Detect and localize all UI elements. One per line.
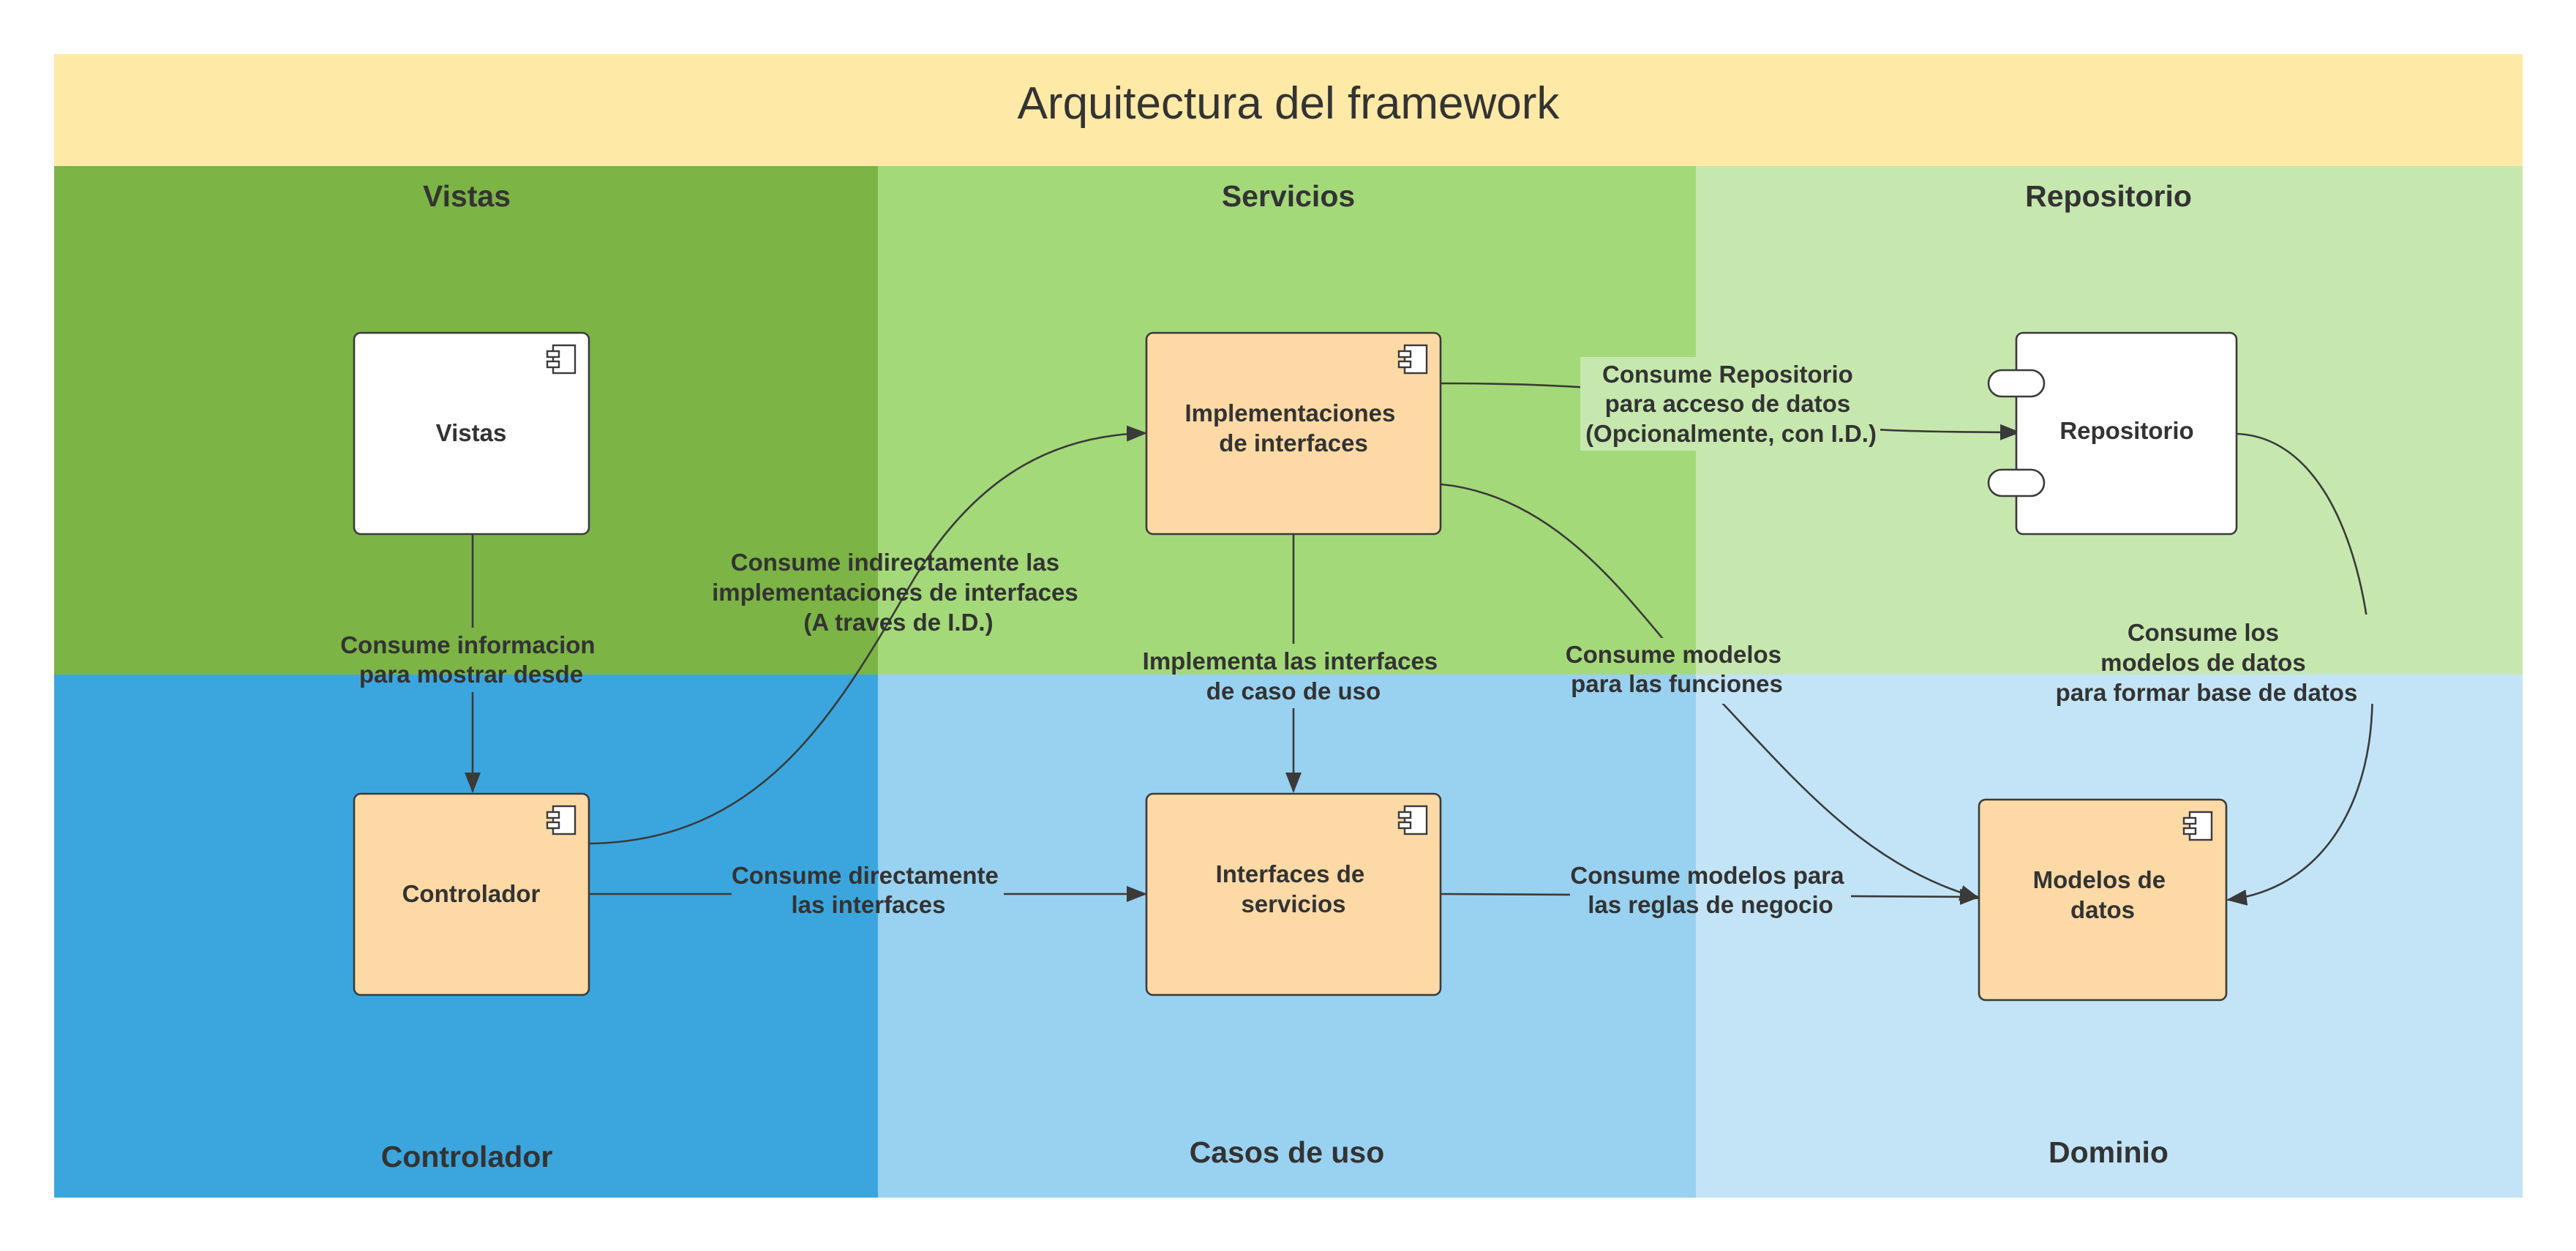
component-implementaciones-label: Implementaciones de interfaces — [1184, 399, 1402, 457]
edge-label-mask — [1580, 357, 1880, 451]
edge-label-mask — [1141, 675, 1446, 708]
edge-label-controlador-interfaces: Consume directamente las interfaces — [732, 862, 1005, 918]
component-icon — [546, 344, 577, 375]
component-controlador[interactable]: Controlador — [353, 792, 590, 996]
component-modelos-de-datos[interactable]: Modelos de datos — [1978, 798, 2228, 1002]
edge-label-mask — [344, 675, 600, 692]
edge-label-mask — [1566, 638, 1696, 675]
component-interfaces-label: Interfaces de servicios — [1216, 860, 1372, 917]
edge-label-controlador-implementaciones: Consume indirectamente las implementacio… — [712, 549, 1085, 636]
zone-label-servicios: Servicios — [1222, 179, 1355, 213]
diagram-title: Arquitectura del framework — [1018, 78, 1561, 129]
edge-controlador-implementaciones — [589, 425, 1147, 845]
component-vistas[interactable]: Vistas — [353, 331, 590, 536]
edge-label-interfaces-modelos: Consume modelos para las reglas de negoc… — [1570, 862, 1850, 918]
zone-label-dominio: Dominio — [2049, 1135, 2168, 1169]
edge-label-mask — [1566, 675, 1696, 704]
component-controlador-label: Controlador — [402, 880, 541, 907]
edge-label-mask — [2347, 615, 2382, 675]
edge-label-mask — [1141, 644, 1446, 675]
edge-repositorio-modelos — [2226, 432, 2374, 906]
port-icon — [1987, 369, 2046, 398]
edge-label-mask — [1696, 860, 1851, 926]
component-icon — [1397, 805, 1428, 835]
edge-label-mask — [2347, 675, 2382, 704]
zone-label-vistas: Vistas — [423, 179, 511, 213]
edge-label-mask — [1696, 675, 1791, 704]
component-implementaciones-de-interfaces[interactable]: Implementaciones de interfaces — [1145, 331, 1442, 536]
zone-label-repositorio: Repositorio — [2025, 179, 2192, 213]
edge-label-mask — [1570, 860, 1696, 926]
component-repositorio[interactable]: Repositorio — [1987, 331, 2238, 536]
component-interfaces-de-servicios[interactable]: Interfaces de servicios — [1145, 792, 1442, 996]
zone-label-casos-de-uso: Casos de uso — [1190, 1135, 1385, 1169]
zone-label-controlador: Controlador — [381, 1140, 553, 1173]
component-icon — [2182, 811, 2213, 841]
edge-label-implementaciones-repositorio: Consume Repositorio para acceso de datos… — [1585, 361, 1877, 447]
component-vistas-label: Vistas — [436, 419, 507, 446]
edge-label-vistas-controlador: Consume informacion para mostrar desde — [340, 631, 602, 688]
edge-label-repositorio-modelos: Consume los modelos de datos para formar… — [2056, 619, 2358, 706]
component-icon — [1397, 344, 1428, 375]
edge-label-implementaciones-interfaces: Implementa las interfaces de caso de uso — [1143, 647, 1445, 705]
edge-label-mask — [732, 860, 878, 926]
port-icon — [1987, 468, 2046, 497]
component-icon — [546, 805, 577, 835]
title-bar — [54, 54, 2523, 166]
component-modelos-label: Modelos de datos — [2033, 866, 2173, 923]
component-repositorio-label: Repositorio — [2059, 417, 2193, 444]
edge-label-mask — [878, 860, 1004, 926]
edge-label-mask — [1696, 638, 1791, 675]
edge-label-implementaciones-modelos: Consume modelos para las funciones — [1566, 641, 1788, 697]
